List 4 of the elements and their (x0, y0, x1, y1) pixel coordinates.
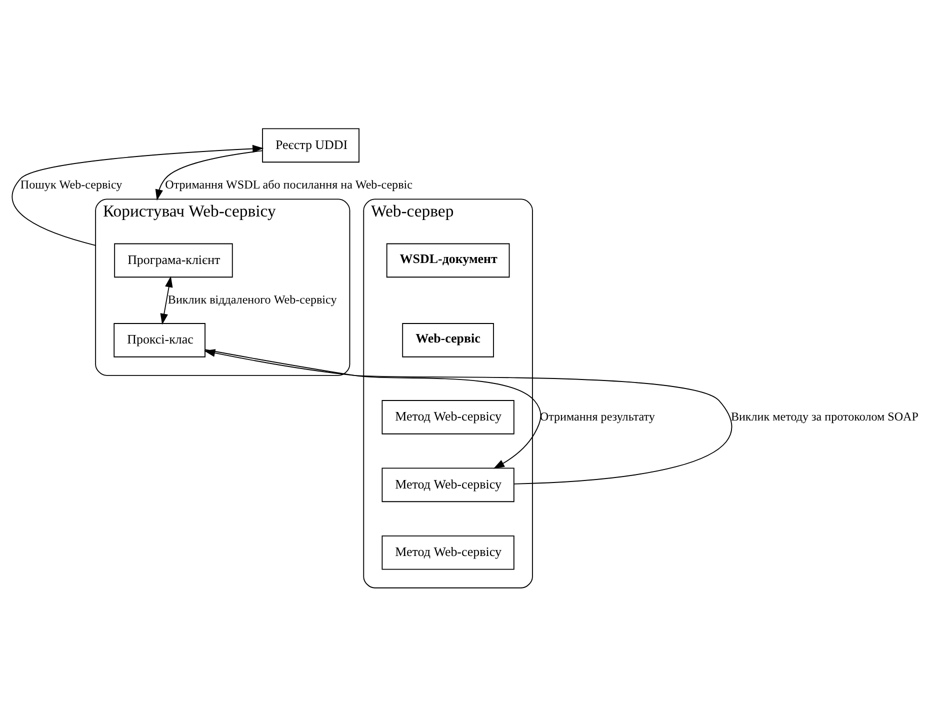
edge-label: Виклик віддаленого Web-сервісу (168, 292, 337, 306)
edge-label: Пошук Web-сервісу (20, 176, 122, 191)
edge-label: Отримання WSDL або посилання на Web-сервіс (165, 176, 412, 191)
edge-label: Виклик методу за протоколом SOAP (730, 408, 918, 423)
